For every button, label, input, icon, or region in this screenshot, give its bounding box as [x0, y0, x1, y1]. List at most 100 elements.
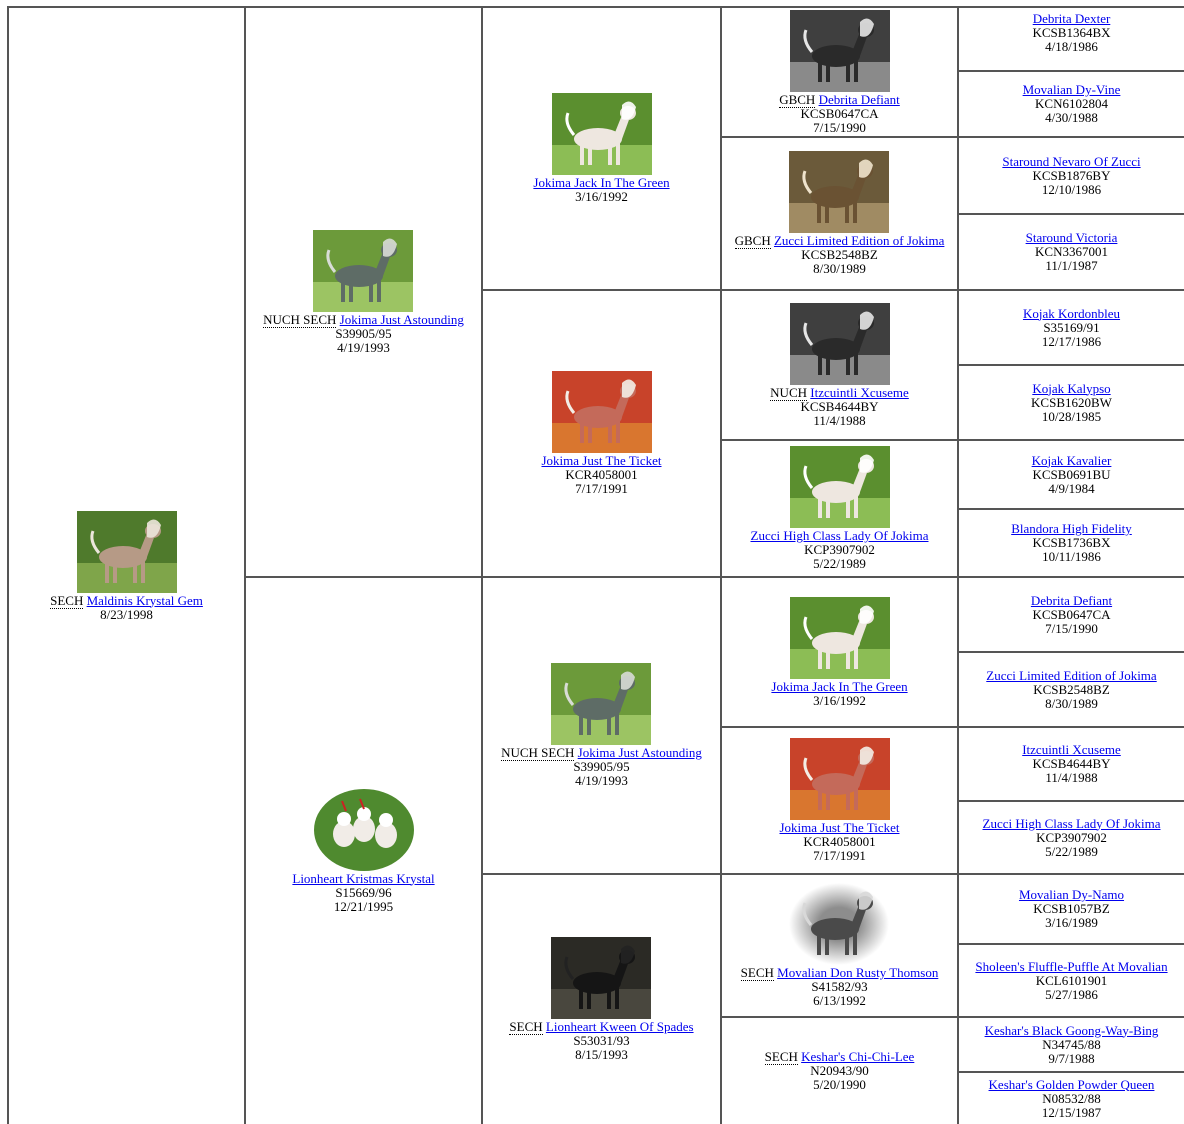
- dog-photo-white: [789, 596, 890, 679]
- dog-name-link[interactable]: Zucci Limited Edition of Jokima: [986, 667, 1157, 683]
- dog-name-link[interactable]: Zucci High Class Lady Of Jokima: [982, 815, 1161, 831]
- grid-line: [720, 726, 1184, 728]
- birth-date: 11/1/1987: [1045, 258, 1098, 273]
- dog-name-line: Blandora High Fidelity: [1011, 522, 1132, 536]
- registration-number: KCSB1736BX: [1032, 535, 1111, 550]
- title-abbreviation: NUCH SECH: [263, 311, 337, 328]
- grid-line: [957, 651, 1184, 653]
- registration-number: KCL6101901: [1035, 972, 1108, 988]
- dog-name-link[interactable]: Debrita Dexter: [1032, 11, 1111, 26]
- dog-name-line: Kojak Kalypso: [1031, 380, 1112, 396]
- birth-date: 9/7/1988: [1048, 1050, 1095, 1066]
- dog-name-link[interactable]: Kojak Kalypso: [1032, 380, 1111, 396]
- registration-number: KCP3907902: [1036, 829, 1107, 845]
- birth-date: 5/27/1986: [1045, 986, 1098, 1002]
- registration-number: KCP3907902: [804, 542, 875, 557]
- dog-name-link[interactable]: Maldinis Krystal Gem: [86, 592, 203, 608]
- dog-name-link[interactable]: Itzcuintli Xcuseme: [810, 384, 909, 400]
- registration-number: KCSB2548BZ: [801, 247, 878, 262]
- registration-number: KCN3367001: [1035, 244, 1108, 259]
- dog-name-link[interactable]: Kojak Kavalier: [1031, 452, 1112, 468]
- dog-photo-black: [551, 937, 652, 1019]
- dog-name-line: NUCH SECH Jokima Just Astounding: [263, 311, 464, 328]
- registration-number: S39905/95: [573, 759, 630, 774]
- grid-line: [957, 70, 1184, 72]
- birth-date: 3/16/1992: [813, 692, 866, 708]
- dog-name-link[interactable]: Jokima Just Astounding: [339, 311, 464, 327]
- grid-line: [957, 943, 1184, 945]
- dog-name-link[interactable]: Staround Victoria: [1025, 230, 1118, 245]
- dog-name-link[interactable]: Itzcuintli Xcuseme: [1022, 742, 1121, 757]
- dog-name-link[interactable]: Zucci Limited Edition of Jokima: [773, 233, 945, 248]
- dog-name-link[interactable]: Keshar's Chi-Chi-Lee: [801, 1049, 915, 1064]
- dog-name-link[interactable]: Lionheart Kween Of Spades: [545, 1019, 694, 1034]
- dog-name-link[interactable]: Staround Nevaro Of Zucci: [1002, 153, 1141, 169]
- birth-date: 5/20/1990: [813, 1077, 866, 1092]
- dog-name-link[interactable]: Jokima Just The Ticket: [779, 820, 900, 835]
- dog-name-link[interactable]: Blandora High Fidelity: [1011, 521, 1132, 536]
- grid-line: [481, 289, 1184, 291]
- dog-name-link[interactable]: Sholeen's Fluffle-Puffle At Movalian: [975, 958, 1168, 974]
- dog-name-line: SECH Maldinis Krystal Gem: [50, 592, 203, 609]
- dog-name-link[interactable]: Jokima Just Astounding: [577, 745, 702, 760]
- dog-name-line: Lionheart Kristmas Krystal: [292, 870, 435, 886]
- registration-number: KCN6102804: [1035, 96, 1108, 111]
- birth-date: 8/30/1989: [813, 261, 866, 276]
- birth-date: 3/16/1992: [575, 189, 628, 204]
- dog-name-link[interactable]: Jokima Jack In The Green: [771, 678, 908, 694]
- dog-name-link[interactable]: Movalian Don Rusty Thomson: [777, 965, 939, 980]
- title-abbreviation: SECH: [509, 1019, 543, 1035]
- dog-name-line: Jokima Jack In The Green: [533, 176, 669, 190]
- dog-name-link[interactable]: Movalian Dy-Vine: [1022, 82, 1121, 97]
- dog-name-link[interactable]: Kojak Kordonbleu: [1022, 305, 1121, 321]
- grid-line: [481, 873, 1184, 875]
- dog-name-link[interactable]: Jokima Just The Ticket: [541, 453, 662, 468]
- registration-number: N08532/88: [1042, 1090, 1101, 1106]
- birth-date: 12/17/1986: [1041, 333, 1102, 349]
- dog-photo-grass: [76, 510, 177, 593]
- dog-name-line: Zucci High Class Lady Of Jokima: [982, 815, 1161, 831]
- dog-name-link[interactable]: Keshar's Golden Powder Queen: [988, 1076, 1155, 1092]
- dog-name-line: Jokima Just The Ticket: [779, 821, 899, 835]
- registration-number: KCSB2548BZ: [1033, 681, 1110, 697]
- dog-name-link[interactable]: Jokima Jack In The Green: [533, 175, 670, 190]
- dog-photo-grey: [313, 229, 414, 312]
- registration-number: N20943/90: [810, 1063, 869, 1078]
- dog-name-link[interactable]: Movalian Dy-Namo: [1018, 887, 1125, 902]
- dog-name-line: Movalian Dy-Namo: [1019, 888, 1124, 902]
- registration-number: N34745/88: [1042, 1036, 1101, 1052]
- dog-name-link[interactable]: Debrita Defiant: [1030, 592, 1113, 608]
- dog-name-link[interactable]: Zucci High Class Lady Of Jokima: [750, 528, 929, 543]
- dog-name-link[interactable]: Debrita Defiant: [818, 91, 900, 107]
- birth-date: 7/15/1990: [1045, 620, 1098, 636]
- dog-name-link[interactable]: Keshar's Black Goong-Way-Bing: [984, 1022, 1159, 1038]
- dog-name-link[interactable]: Lionheart Kristmas Krystal: [292, 870, 435, 886]
- grid-line: [244, 576, 1184, 578]
- dog-name-line: Staround Nevaro Of Zucci: [1002, 153, 1141, 169]
